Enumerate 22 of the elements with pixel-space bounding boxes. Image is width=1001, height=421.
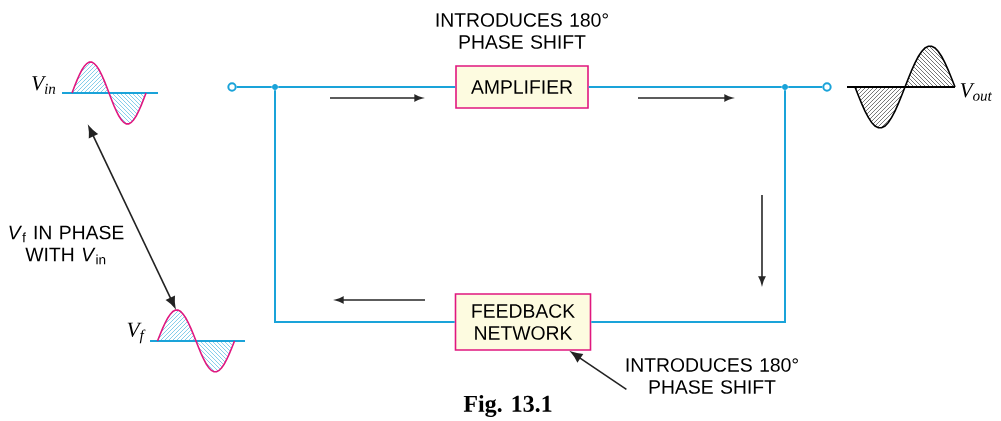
signal-label: V$_{out}$ [960, 83, 992, 101]
annotation-text: INTRODUCES 180° PHASE SHIFT [436, 13, 608, 49]
wire [277, 86, 457, 88]
signal-label: V$_{f}$ [127, 322, 146, 344]
sine-wave-drawing [846, 45, 956, 129]
terminal [822, 82, 832, 92]
arrow [88, 126, 176, 308]
block-box: AMPLIFIER [455, 65, 589, 109]
sine-wave-drawing [149, 309, 246, 373]
arrow [571, 351, 628, 391]
annotation-text: INTRODUCES 180° PHASE SHIFT [626, 358, 798, 394]
block-box: FEEDBACK NETWORK [454, 293, 592, 351]
wire [587, 86, 783, 88]
sine-wave-drawing [61, 61, 159, 125]
terminal [227, 82, 237, 92]
caption: Fig. 13.1 [463, 395, 552, 417]
edge-label: V$_{f}$ IN PHASE WITH V$_{in}$ [9, 225, 124, 265]
wire [787, 86, 824, 88]
wire [590, 89, 786, 323]
signal-label: V$_{in}$ [32, 76, 56, 94]
wire [235, 86, 273, 88]
wire [274, 89, 456, 323]
